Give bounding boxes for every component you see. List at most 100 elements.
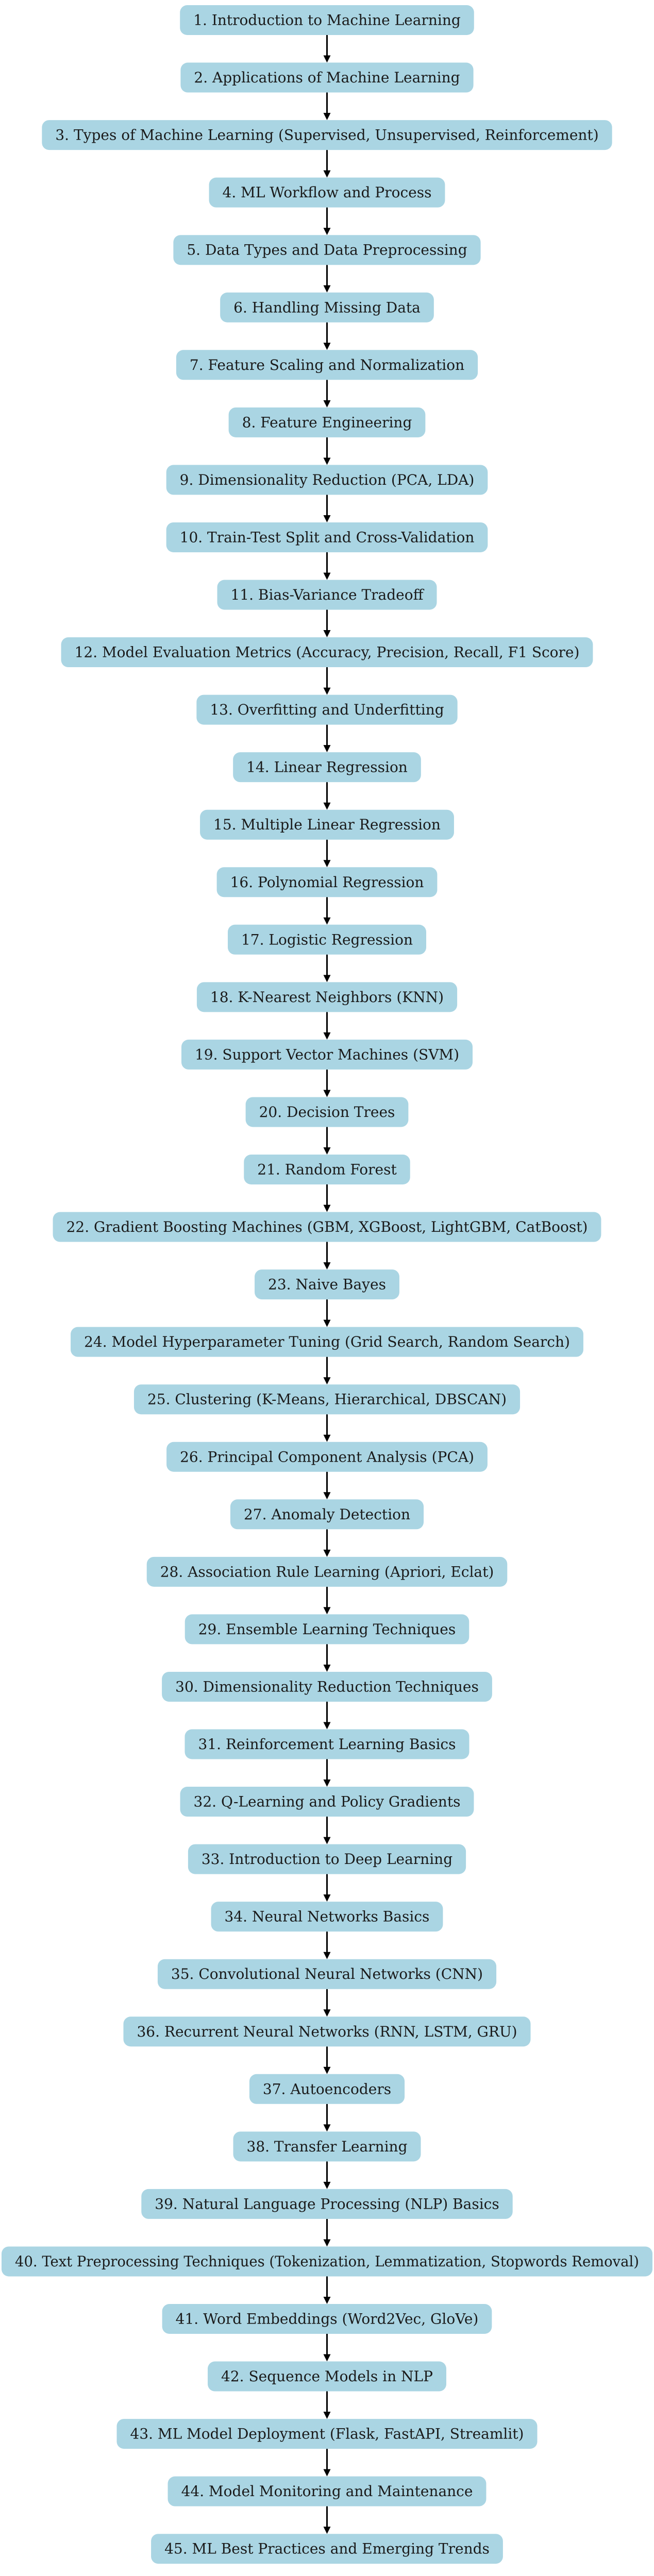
arrowhead-icon xyxy=(323,113,331,121)
flow-node: 45. ML Best Practices and Emerging Trend… xyxy=(151,2534,503,2564)
flow-node-box xyxy=(42,120,612,150)
flow-node-box xyxy=(180,62,474,93)
arrowhead-icon xyxy=(323,1549,331,1557)
flowchart-edges xyxy=(323,35,331,2534)
flow-node-box xyxy=(220,292,434,323)
arrowhead-icon xyxy=(323,2297,331,2304)
flow-node: 23. Naive Bayes xyxy=(255,1269,399,1300)
flow-node-label: 33. Introduction to Deep Learning xyxy=(202,1851,452,1868)
flow-node: 13. Overfitting and Underfitting xyxy=(196,694,458,725)
flow-node-box xyxy=(166,522,488,552)
flow-node: 6. Handling Missing Data xyxy=(220,292,434,323)
flow-node-label: 21. Random Forest xyxy=(257,1161,397,1178)
flow-node: 7. Feature Scaling and Normalization xyxy=(176,350,478,380)
flow-node-label: 19. Support Vector Machines (SVM) xyxy=(195,1046,459,1063)
flow-node-box xyxy=(217,580,437,610)
flow-node-label: 27. Anomaly Detection xyxy=(244,1506,410,1523)
flow-node-box xyxy=(162,2304,492,2334)
flow-node: 28. Association Rule Learning (Apriori, … xyxy=(146,1556,508,1587)
flow-node-label: 26. Principal Component Analysis (PCA) xyxy=(180,1448,474,1465)
flow-node-label: 5. Data Types and Data Preprocessing xyxy=(187,242,467,259)
flow-node: 35. Convolutional Neural Networks (CNN) xyxy=(157,1959,497,1989)
flow-node: 44. Model Monitoring and Maintenance xyxy=(167,2476,487,2506)
flow-node: 19. Support Vector Machines (SVM) xyxy=(181,1039,473,1070)
flow-node-label: 8. Feature Engineering xyxy=(242,414,412,431)
flow-node-box xyxy=(228,407,426,437)
flow-node-box xyxy=(53,1212,601,1242)
arrowhead-icon xyxy=(323,2527,331,2534)
flow-node-label: 42. Sequence Models in NLP xyxy=(221,2368,433,2385)
flow-node-label: 17. Logistic Regression xyxy=(241,931,413,948)
arrowhead-icon xyxy=(323,1492,331,1500)
arrowhead-icon xyxy=(323,1319,331,1327)
flow-node-box xyxy=(244,1155,410,1184)
arrowhead-icon xyxy=(323,2009,331,2017)
flow-node: 32. Q-Learning and Policy Gradients xyxy=(180,1787,474,1817)
flow-node: 41. Word Embeddings (Word2Vec, GloVe) xyxy=(162,2304,492,2334)
arrowhead-icon xyxy=(323,1607,331,1615)
flow-node-box xyxy=(166,1442,488,1472)
flow-node-label: 24. Model Hyperparameter Tuning (Grid Se… xyxy=(84,1333,570,1350)
flow-node: 3. Types of Machine Learning (Supervised… xyxy=(42,120,612,150)
flow-node-label: 30. Dimensionality Reduction Techniques xyxy=(175,1678,479,1695)
flow-node-label: 22. Gradient Boosting Machines (GBM, XGB… xyxy=(66,1218,588,1235)
arrowhead-icon xyxy=(323,1837,331,1844)
flow-node: 11. Bias-Variance Tradeoff xyxy=(217,580,437,610)
flow-node: 40. Text Preprocessing Techniques (Token… xyxy=(2,2246,652,2277)
flow-node-label: 29. Ensemble Learning Techniques xyxy=(198,1621,456,1638)
flow-node-label: 28. Association Rule Learning (Apriori, … xyxy=(160,1563,494,1580)
flow-node: 14. Linear Regression xyxy=(233,752,421,783)
flow-node-box xyxy=(123,2016,531,2047)
arrowhead-icon xyxy=(323,1090,331,1097)
flow-node: 9. Dimensionality Reduction (PCA, LDA) xyxy=(166,465,488,495)
flow-node: 2. Applications of Machine Learning xyxy=(180,62,474,93)
flow-node-box xyxy=(255,1269,399,1300)
arrowhead-icon xyxy=(323,55,331,63)
flow-node-box xyxy=(162,1671,492,1702)
arrowhead-icon xyxy=(323,2066,331,2074)
flow-node-label: 2. Applications of Machine Learning xyxy=(194,69,460,86)
flow-node: 37. Autoencoders xyxy=(249,2074,405,2104)
flow-node-label: 38. Transfer Learning xyxy=(247,2138,408,2155)
arrowhead-icon xyxy=(323,1434,331,1442)
flow-node-label: 11. Bias-Variance Tradeoff xyxy=(230,586,424,603)
flow-node: 21. Random Forest xyxy=(244,1155,410,1184)
arrowhead-icon xyxy=(323,1894,331,1902)
flow-node-box xyxy=(133,1384,521,1415)
flow-node-box xyxy=(181,1039,473,1070)
flow-node-box xyxy=(157,1959,497,1989)
flow-node-label: 40. Text Preprocessing Techniques (Token… xyxy=(15,2253,639,2270)
arrowhead-icon xyxy=(323,457,331,465)
arrowhead-icon xyxy=(323,515,331,522)
flow-node-label: 41. Word Embeddings (Word2Vec, GloVe) xyxy=(176,2311,479,2328)
flow-node: 33. Introduction to Deep Learning xyxy=(188,1844,466,1874)
flow-node-box xyxy=(196,982,458,1012)
flow-node: 38. Transfer Learning xyxy=(233,2131,421,2162)
flow-node: 5. Data Types and Data Preprocessing xyxy=(173,235,481,265)
flow-node-box xyxy=(2,2246,652,2277)
flow-node: 29. Ensemble Learning Techniques xyxy=(185,1614,469,1645)
flow-node-box xyxy=(185,1614,469,1645)
arrowhead-icon xyxy=(323,2469,331,2477)
flow-node: 10. Train-Test Split and Cross-Validatio… xyxy=(166,522,488,552)
arrowhead-icon xyxy=(323,2124,331,2132)
flow-node-label: 12. Model Evaluation Metrics (Accuracy, … xyxy=(75,644,580,661)
arrowhead-icon xyxy=(323,1664,331,1672)
arrowhead-icon xyxy=(323,860,331,868)
flow-node: 34. Neural Networks Basics xyxy=(211,1902,443,1932)
flow-node-box xyxy=(116,2419,538,2449)
flow-node: 17. Logistic Regression xyxy=(227,924,427,955)
flow-node-label: 36. Recurrent Neural Networks (RNN, LSTM… xyxy=(137,2023,517,2040)
flow-node-label: 37. Autoencoders xyxy=(263,2080,391,2097)
flow-node-label: 44. Model Monitoring and Maintenance xyxy=(181,2483,473,2500)
flow-node-label: 4. ML Workflow and Process xyxy=(223,184,432,201)
arrowhead-icon xyxy=(323,2354,331,2362)
arrowhead-icon xyxy=(323,228,331,235)
flow-node-label: 34. Neural Networks Basics xyxy=(225,1908,430,1925)
flow-node-label: 16. Polynomial Regression xyxy=(230,874,424,891)
flow-node-label: 1. Introduction to Machine Learning xyxy=(193,12,461,29)
flow-node-box xyxy=(176,350,478,380)
arrowhead-icon xyxy=(323,343,331,350)
flow-node: 8. Feature Engineering xyxy=(228,407,426,437)
